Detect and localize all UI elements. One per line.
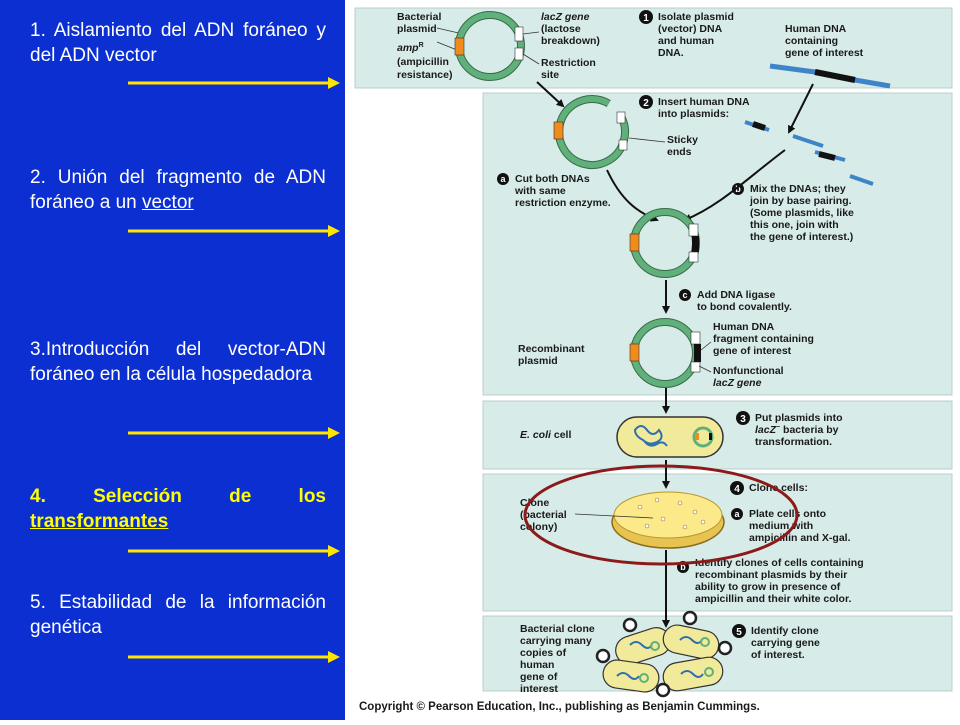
step-1-text: 1. Aislamiento del ADN foráneo y del ADN…	[30, 20, 326, 66]
leader-sticky	[628, 137, 666, 143]
step-1-number: 1	[643, 13, 649, 24]
dna-fragments	[744, 120, 874, 186]
step-3-text: 3.Introducción del vector-ADN foráneo en…	[30, 339, 326, 385]
leader-lacz	[522, 31, 540, 35]
plasmid-vector	[454, 11, 525, 81]
step-3-arrow	[128, 427, 340, 439]
step-2b-letter: b	[735, 184, 741, 194]
step-2-label: 2. Unión del fragmento de ADN foráneo a …	[30, 167, 326, 213]
panel-1-bg	[354, 7, 953, 89]
step-3-number: 3	[740, 414, 746, 425]
step-1-badge	[639, 10, 653, 24]
bacterial-clone-cells	[595, 610, 733, 698]
step-2-badge	[639, 95, 653, 109]
step-4-arrow	[128, 545, 340, 557]
transformantes-link[interactable]: transformantes	[30, 511, 169, 532]
step-4b-letter: b	[680, 562, 686, 572]
step-4-text: 4. Selección de los transformantes	[30, 484, 326, 534]
step-2c-badge	[679, 289, 691, 301]
step-5-badge	[732, 624, 746, 638]
step-2a-badge	[497, 173, 509, 185]
arrow-plasmid-down	[536, 81, 565, 108]
plasmid-cut	[553, 95, 629, 169]
arrow-join-right	[683, 149, 786, 222]
step-2-text: 2. Unión del fragmento de ADN foráneo a …	[30, 165, 326, 215]
recombinant-plasmid	[629, 318, 701, 388]
vector-link[interactable]: vector	[141, 192, 194, 213]
step-2a-letter: a	[500, 174, 506, 184]
leader-site	[522, 53, 540, 65]
step-5-arrow	[128, 651, 340, 663]
human-dna-strand	[769, 63, 891, 89]
step-4-number: 4	[734, 484, 740, 495]
step-4a-badge	[731, 508, 743, 520]
leader-clone	[574, 513, 654, 519]
copyright-text: Copyright © Pearson Education, Inc., pub…	[359, 701, 760, 713]
step-4-label: 4. Selección de los	[30, 486, 326, 507]
plasmid-joined	[629, 208, 700, 278]
step-4-badge	[730, 481, 744, 495]
step-3-badge	[736, 411, 750, 425]
step-2-number: 2	[643, 98, 649, 109]
step-2c-letter: c	[682, 290, 687, 300]
step-2-arrow	[128, 225, 340, 237]
petri-dish	[611, 491, 725, 549]
label-clone-cells: Clone cells:	[749, 482, 808, 494]
leader-nonfunctional	[698, 365, 712, 373]
steps-panel: 1. Aislamiento del ADN foráneo y del ADN…	[0, 0, 345, 720]
step-2b-badge	[732, 183, 744, 195]
step-5-number: 5	[736, 627, 742, 638]
panel-4-bg	[482, 473, 953, 612]
step-1-arrow	[128, 77, 340, 89]
leader-ampr	[436, 41, 458, 51]
arrow-human-down	[788, 83, 814, 134]
selection-highlight	[523, 464, 799, 566]
ecoli-cell	[616, 416, 724, 458]
label-ecoli: E. coli cell	[520, 429, 571, 441]
leader-fragment	[700, 341, 712, 351]
step-5-text: 5. Estabilidad de la información genétic…	[30, 592, 326, 638]
step-4a-letter: a	[734, 509, 740, 519]
